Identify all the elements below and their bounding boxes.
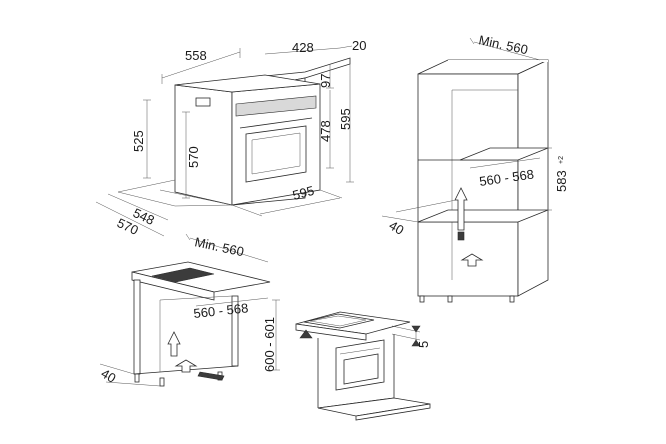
dim-column-niche-height: 583 [554, 170, 569, 192]
dim-oven-height-inner: 478 [318, 120, 333, 142]
dim-oven-gap: 97 [318, 74, 333, 88]
dim-undercounter-niche-height: 600 - 601 [262, 317, 277, 372]
hob-oven-detail-drawing: 5 [295, 311, 431, 421]
dim-oven-height-rear: 525 [131, 130, 146, 152]
dim-oven-height-outer: 595 [338, 108, 353, 130]
oven-connector [195, 97, 211, 107]
dim-oven-front: 20 [352, 38, 366, 53]
oven-top [174, 74, 321, 93]
dim-oven-height-side: 570 [186, 146, 201, 168]
oven-handle [239, 117, 313, 129]
dim-oven-width: 558 [185, 48, 207, 63]
dim-column-min-width: Min. 560 [477, 32, 529, 57]
dim-undercounter-niche-width: 560 - 568 [193, 300, 249, 321]
dim-undercounter-depth-offset: 40 [99, 366, 119, 386]
oven-door-window [245, 125, 307, 183]
hob-cutout [151, 267, 215, 283]
oven-control-strip [235, 95, 317, 117]
dim-oven-front-width: 595 [291, 183, 316, 203]
dim-hob-gap: 5 [416, 341, 431, 348]
undercounter-drawing: Min. 560 560 - 568 600 - 601 40 [99, 233, 280, 387]
dim-oven-depth: 428 [292, 40, 314, 55]
dim-column-niche-height-tolerance: +2 [558, 156, 565, 164]
column-cabinet-drawing: Min. 560 560 - 568 583 +2 40 [381, 32, 569, 303]
dim-column-depth-offset: 40 [387, 218, 407, 238]
oven-drawing: 558 428 20 97 478 595 525 570 595 548 57… [95, 38, 366, 238]
dim-undercounter-min-width: Min. 560 [193, 234, 245, 259]
hob [303, 313, 375, 329]
